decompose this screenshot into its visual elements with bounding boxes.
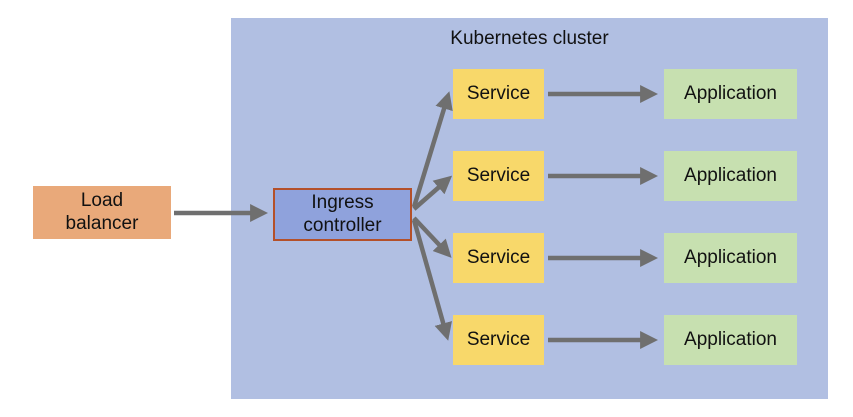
service-node-2: Service <box>453 151 544 201</box>
arrow-ingress-to-service-1 <box>411 91 453 208</box>
service-node-1: Service <box>453 69 544 119</box>
application-label: Application <box>684 82 777 104</box>
ingress-controller-node: Ingress controller <box>273 188 412 241</box>
service-node-4: Service <box>453 315 544 365</box>
service-label: Service <box>466 328 531 350</box>
arrow-ingress-to-service-2 <box>412 175 453 211</box>
arrow-ingress-to-service-4 <box>411 219 452 341</box>
application-label: Application <box>684 328 777 350</box>
service-node-3: Service <box>453 233 544 283</box>
service-label: Service <box>466 82 531 104</box>
service-label: Service <box>466 246 531 268</box>
arrow-ingress-to-service-3 <box>412 216 452 258</box>
application-node-1: Application <box>664 69 797 119</box>
application-label: Application <box>684 246 777 268</box>
application-label: Application <box>684 164 777 186</box>
load-balancer-label: Load balancer <box>65 189 139 234</box>
application-node-2: Application <box>664 151 797 201</box>
cluster-label: Kubernetes cluster <box>450 28 609 49</box>
application-node-4: Application <box>664 315 797 365</box>
load-balancer-node: Load balancer <box>33 186 171 239</box>
ingress-controller-label: Ingress controller <box>303 191 382 236</box>
application-node-3: Application <box>664 233 797 283</box>
service-label: Service <box>466 164 531 186</box>
